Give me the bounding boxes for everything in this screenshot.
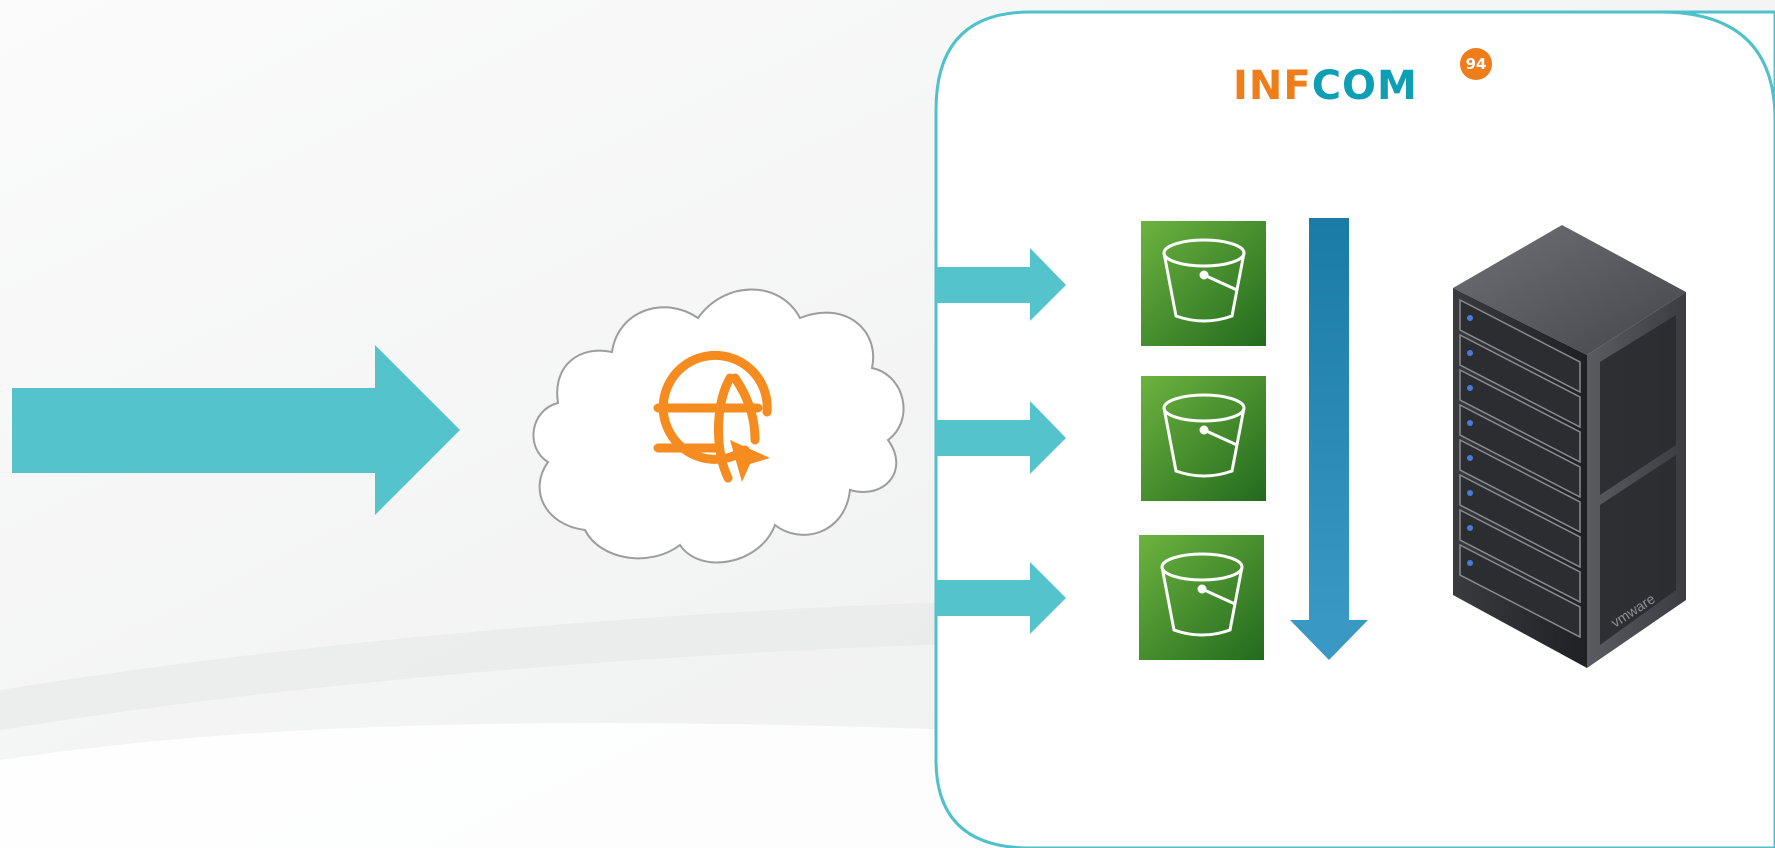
logo-superscript: 94	[1460, 48, 1492, 80]
server-rack-icon: vmware	[1453, 225, 1686, 668]
storage-bucket-icon	[1162, 393, 1246, 478]
storage-bucket-icon	[1162, 238, 1246, 323]
logo-text-part2: COM	[1311, 63, 1418, 109]
storage-bucket-icon	[1160, 552, 1244, 637]
bucket-arrow-2	[936, 401, 1066, 474]
storage-bucket-2	[1141, 376, 1266, 501]
logo-text-part1: INF	[1233, 63, 1312, 109]
server-leds	[1467, 315, 1473, 566]
infocom-container-rightcurve	[1659, 10, 1775, 121]
globe-cursor-icon	[653, 350, 772, 483]
inbound-arrow	[12, 345, 460, 515]
server-units	[1459, 298, 1581, 639]
storage-bucket-3	[1139, 535, 1264, 660]
capacity-arrow	[1290, 218, 1368, 660]
bucket-arrow-1	[936, 248, 1066, 321]
bucket-arrow-3	[936, 562, 1066, 634]
capacity-label: De 1 à 5 To	[1282, 366, 1307, 490]
infocom-logo: INFCOM 94	[1233, 48, 1493, 116]
storage-bucket-1	[1141, 221, 1266, 346]
bucket-arrows	[936, 248, 1066, 634]
